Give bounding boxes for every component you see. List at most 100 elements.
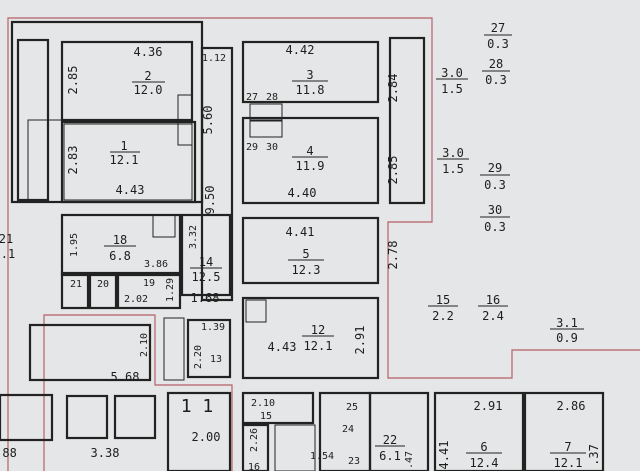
- svg-text:3.0: 3.0: [441, 66, 463, 80]
- svg-text:30: 30: [266, 142, 278, 153]
- svg-text:14: 14: [199, 255, 213, 269]
- svg-text:3.38: 3.38: [91, 446, 120, 460]
- svg-text:2.20: 2.20: [193, 345, 204, 369]
- svg-text:20: 20: [97, 279, 109, 290]
- room-5: 512.3: [288, 247, 324, 277]
- svg-text:4.41: 4.41: [286, 225, 315, 239]
- svg-text:27: 27: [491, 21, 505, 35]
- svg-text:12.4: 12.4: [470, 456, 499, 470]
- svg-text:4.42: 4.42: [286, 43, 315, 57]
- room-6: 612.4: [466, 440, 502, 470]
- dimension-labels: 4.36 2.85 2.83 4.43 1.12 5.60 9.50 4.42 …: [0, 43, 601, 469]
- room-4: 411.9: [292, 144, 328, 173]
- room-3: 311.8: [292, 68, 328, 97]
- svg-text:25: 25: [346, 402, 358, 413]
- svg-text:4.43: 4.43: [268, 340, 297, 354]
- balcony-3-0-lower: 3.01.5: [437, 146, 469, 176]
- svg-text:1.68: 1.68: [191, 291, 220, 305]
- svg-text:11.8: 11.8: [296, 83, 325, 97]
- svg-text:4.43: 4.43: [116, 183, 145, 197]
- svg-text:.47: .47: [404, 451, 415, 469]
- svg-text:5.60: 5.60: [201, 106, 215, 135]
- room-2: 212.0: [132, 69, 165, 97]
- svg-text:0.3: 0.3: [484, 178, 506, 192]
- svg-text:3.86: 3.86: [144, 259, 168, 270]
- svg-text:22: 22: [383, 433, 397, 447]
- svg-text:2.10: 2.10: [251, 398, 275, 409]
- svg-text:29: 29: [488, 161, 502, 175]
- svg-text:16: 16: [486, 293, 500, 307]
- svg-text:2.83: 2.83: [66, 146, 80, 175]
- svg-text:2: 2: [144, 69, 151, 83]
- svg-text:5: 5: [302, 247, 309, 261]
- room-1: 112.1: [110, 139, 140, 167]
- svg-text:28: 28: [489, 57, 503, 71]
- svg-text:2.00: 2.00: [192, 430, 221, 444]
- svg-text:0.3: 0.3: [487, 37, 509, 51]
- svg-text:2.78: 2.78: [386, 241, 400, 270]
- svg-text:15: 15: [260, 411, 272, 422]
- svg-text:27: 27: [246, 92, 258, 103]
- room-21-partial: 21.1: [0, 232, 15, 261]
- svg-text:3.0: 3.0: [442, 146, 464, 160]
- balcony-3-1: 3.10.9: [550, 316, 584, 345]
- svg-text:21: 21: [0, 232, 13, 246]
- svg-text:3.1: 3.1: [556, 316, 578, 330]
- svg-text:12: 12: [311, 323, 325, 337]
- svg-text:1.5: 1.5: [442, 162, 464, 176]
- svg-text:6: 6: [480, 440, 487, 454]
- room-28: 280.3: [482, 57, 510, 87]
- svg-text:.1: .1: [1, 247, 15, 261]
- balcony-3-0-upper: 3.01.5: [436, 66, 468, 96]
- svg-text:29: 29: [246, 142, 258, 153]
- svg-text:0.3: 0.3: [484, 220, 506, 234]
- svg-text:2.86: 2.86: [557, 399, 586, 413]
- svg-text:1 1: 1 1: [181, 396, 214, 417]
- svg-text:12.1: 12.1: [304, 339, 333, 353]
- svg-text:13: 13: [210, 354, 222, 365]
- svg-text:6.1: 6.1: [379, 449, 401, 463]
- svg-text:4.36: 4.36: [134, 45, 163, 59]
- svg-text:3.32: 3.32: [188, 225, 199, 249]
- svg-text:2.2: 2.2: [432, 309, 454, 323]
- svg-text:.37: .37: [587, 444, 601, 466]
- svg-text:4.41: 4.41: [437, 441, 451, 470]
- svg-text:30: 30: [488, 203, 502, 217]
- svg-text:0.9: 0.9: [556, 331, 578, 345]
- svg-text:19: 19: [143, 278, 155, 289]
- apartment-boundary: [7, 17, 640, 471]
- room-7: 712.1: [550, 440, 586, 470]
- room-29: 290.3: [480, 161, 510, 192]
- svg-text:4.40: 4.40: [288, 186, 317, 200]
- room-18: 186.8: [104, 233, 136, 263]
- svg-text:.88: .88: [0, 446, 17, 460]
- svg-text:2.26: 2.26: [249, 428, 260, 452]
- svg-text:28: 28: [266, 92, 278, 103]
- svg-text:12.0: 12.0: [134, 83, 163, 97]
- balcony-16: 162.4: [478, 293, 508, 323]
- svg-text:7: 7: [564, 440, 571, 454]
- svg-text:2.10: 2.10: [139, 333, 150, 357]
- balcony-15: 152.2: [428, 293, 458, 323]
- svg-text:2.85: 2.85: [386, 156, 400, 185]
- room-30: 300.3: [480, 203, 510, 234]
- svg-text:6.8: 6.8: [109, 249, 131, 263]
- apartment-boundary-inner: [43, 314, 233, 471]
- room-labels: 212.0 112.1 311.8 411.9 512.3 186.8 1412…: [0, 21, 586, 470]
- svg-text:21: 21: [70, 279, 82, 290]
- svg-text:2.85: 2.85: [66, 66, 80, 95]
- room-22: 226.1: [375, 433, 405, 463]
- small-labels: 27 28 29 30 21 20 13 1 1 25 24 23 15 16: [70, 92, 360, 471]
- svg-text:16: 16: [248, 462, 260, 471]
- svg-text:2.4: 2.4: [482, 309, 504, 323]
- svg-text:0.3: 0.3: [485, 73, 507, 87]
- room-19: 192.02: [124, 278, 155, 305]
- svg-text:15: 15: [436, 293, 450, 307]
- svg-text:12.5: 12.5: [192, 270, 221, 284]
- svg-text:9.50: 9.50: [203, 186, 217, 215]
- svg-text:1.54: 1.54: [310, 451, 334, 462]
- svg-text:1.29: 1.29: [165, 278, 176, 302]
- svg-text:12.1: 12.1: [554, 456, 583, 470]
- svg-text:1.5: 1.5: [441, 82, 463, 96]
